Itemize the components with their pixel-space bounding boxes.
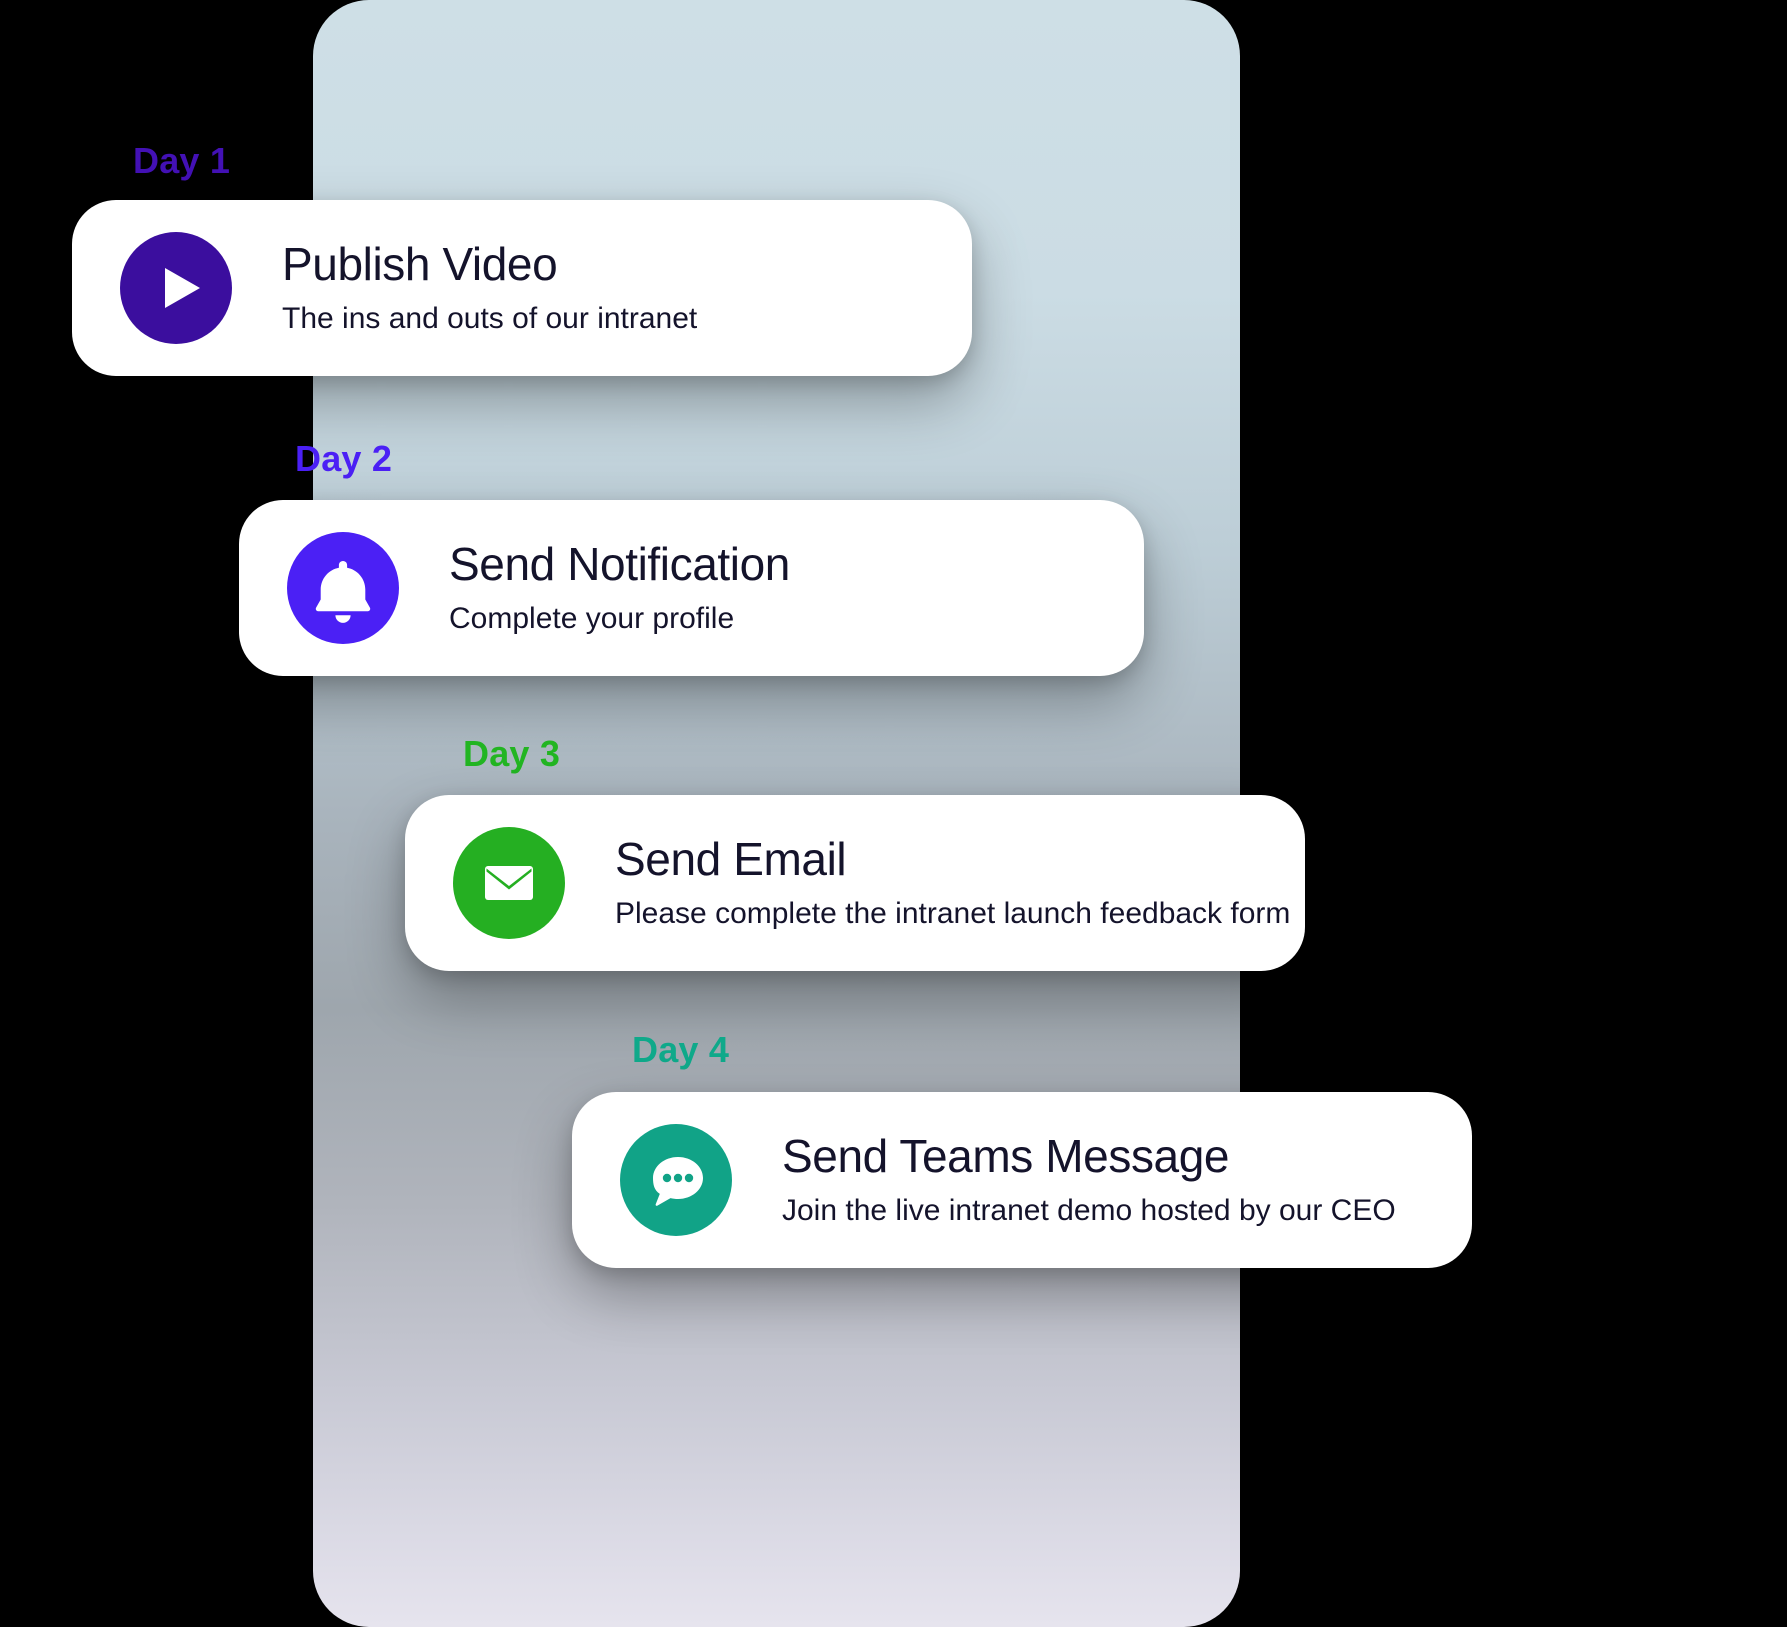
step-card-publish-video[interactable]: Publish Video The ins and outs of our in…	[72, 200, 972, 376]
step-card-title: Send Email	[615, 833, 847, 886]
chat-bubble-icon	[620, 1124, 732, 1236]
play-icon	[120, 232, 232, 344]
bell-icon	[287, 532, 399, 644]
step-card-text: Publish Video The ins and outs of our in…	[282, 239, 697, 337]
step-card-send-teams-message[interactable]: Send Teams Message Join the live intrane…	[572, 1092, 1472, 1268]
step-card-title: Send Notification	[449, 538, 790, 591]
day-label-4: Day 4	[632, 1029, 730, 1070]
day-label-2: Day 2	[295, 438, 393, 479]
step-card-text: Send Email Please complete the intranet …	[615, 834, 1290, 932]
step-card-title: Send Teams Message	[782, 1130, 1230, 1183]
step-card-subtitle: The ins and outs of our intranet	[282, 301, 698, 335]
day-label-1: Day 1	[133, 140, 231, 181]
step-card-title: Publish Video	[282, 238, 558, 291]
step-card-subtitle: Join the live intranet demo hosted by ou…	[782, 1193, 1396, 1227]
envelope-icon	[453, 827, 565, 939]
step-card-send-email[interactable]: Send Email Please complete the intranet …	[405, 795, 1305, 971]
step-card-subtitle: Complete your profile	[449, 601, 735, 635]
step-card-subtitle: Please complete the intranet launch feed…	[615, 896, 1291, 930]
step-card-send-notification[interactable]: Send Notification Complete your profile	[239, 500, 1144, 676]
step-card-text: Send Notification Complete your profile	[449, 539, 790, 637]
step-card-text: Send Teams Message Join the live intrane…	[782, 1131, 1396, 1229]
day-label-3: Day 3	[463, 733, 561, 774]
